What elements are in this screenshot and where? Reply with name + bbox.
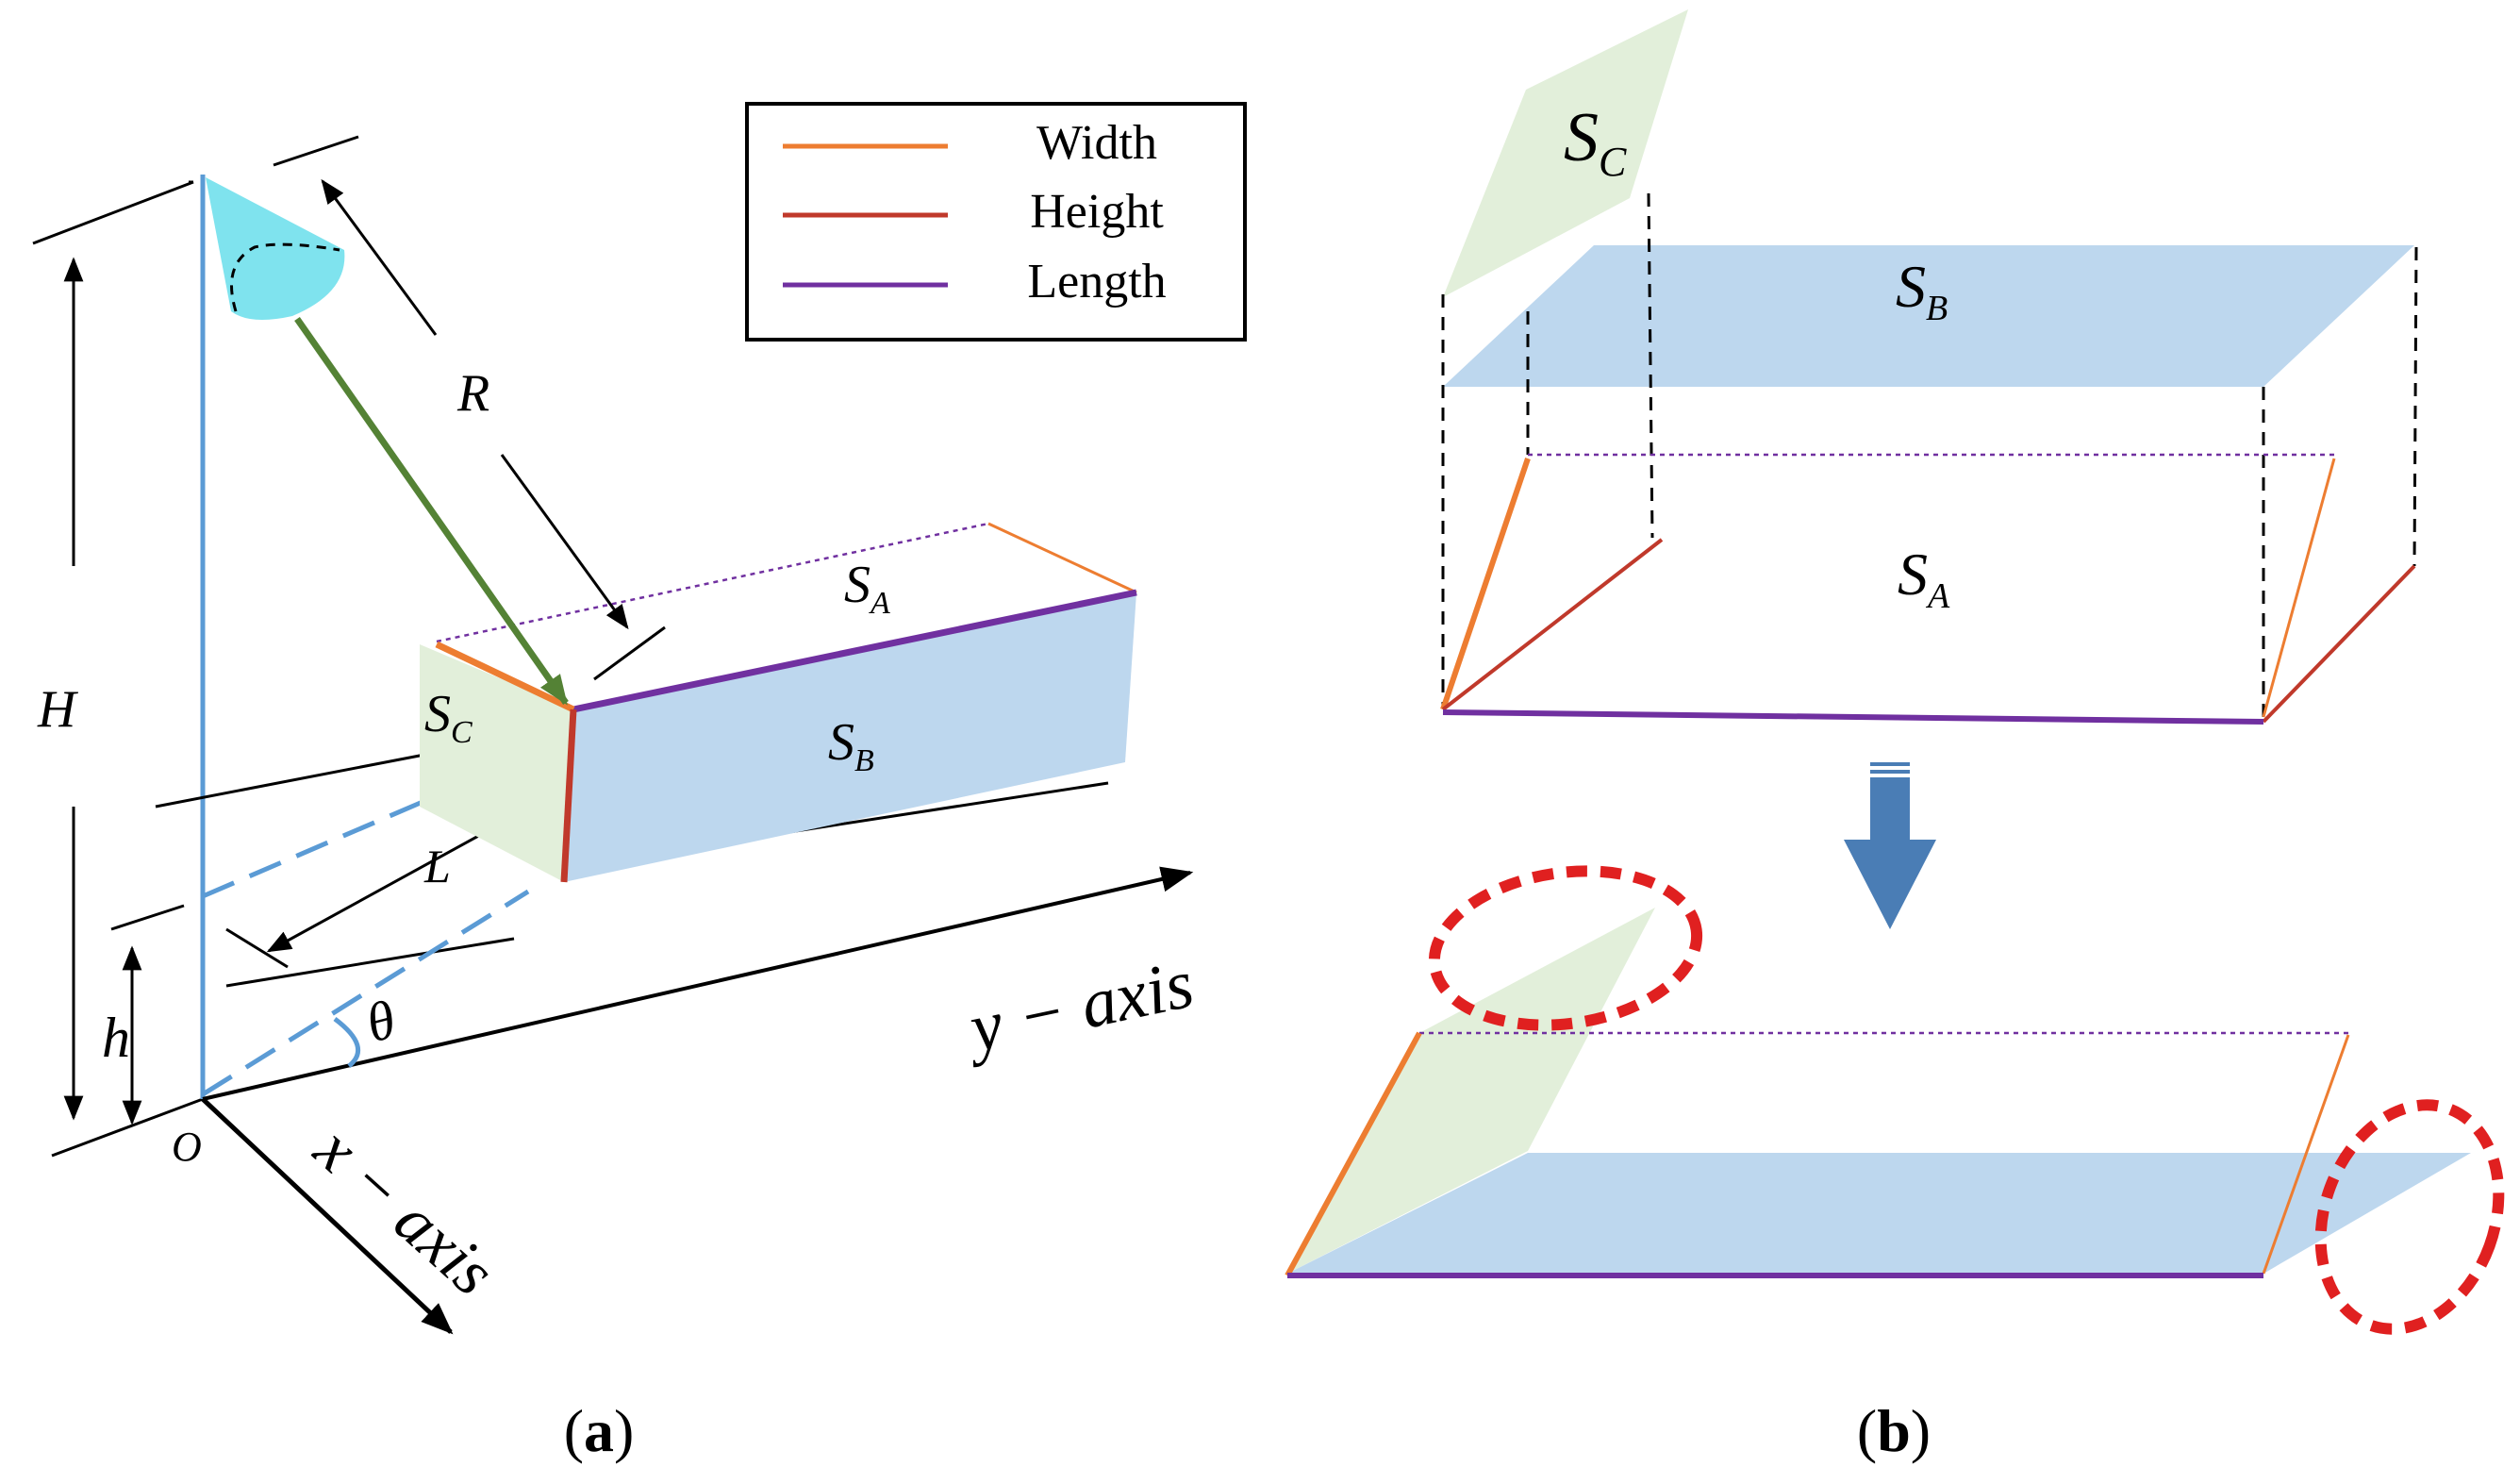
h-top-tick	[32, 180, 194, 245]
legend-label-length: Length	[1027, 255, 1166, 308]
SA-front-length	[1442, 709, 2264, 725]
proj-dash-5	[2412, 246, 2418, 567]
sensor-cone-icon	[206, 177, 345, 320]
legend-label-width: Width	[1036, 116, 1157, 170]
x-axis	[201, 1097, 454, 1335]
R-dimension-upper	[321, 178, 438, 336]
rail-front	[225, 937, 515, 988]
plane-SB	[1443, 245, 2414, 387]
SC-label: SC	[424, 685, 472, 750]
SA-right-width	[2262, 458, 2336, 718]
rail-back	[155, 753, 425, 809]
theta-arc	[333, 1017, 360, 1068]
SA-label: SA	[844, 556, 890, 621]
plane-SC	[1443, 9, 1688, 297]
sensing-ray	[294, 316, 569, 706]
L-tick-front	[225, 927, 289, 969]
origin-baseline	[51, 1097, 204, 1158]
r-top-tick	[273, 135, 359, 167]
face-SB	[564, 592, 1136, 882]
top-right-width	[987, 522, 1137, 594]
top-front-length	[572, 589, 1137, 713]
proj-dash-3	[1647, 192, 1654, 539]
R-bottom-tick	[593, 625, 666, 681]
SC-label-b: SC	[1564, 99, 1627, 185]
projection-dashed-upper	[202, 799, 423, 899]
legend-box	[745, 102, 1247, 342]
legend-label-height: Height	[1030, 185, 1164, 239]
face-SC	[420, 644, 573, 882]
flat-SC-plane	[1287, 908, 1655, 1274]
R-dimension-lower	[500, 454, 629, 630]
highlight-ellipse-left	[1428, 865, 1703, 1031]
panel-b: SC SB SA	[1285, 9, 2505, 1464]
legend: Width Height Length	[745, 102, 1247, 342]
origin-label: O	[172, 1124, 202, 1170]
H-label: H	[37, 680, 78, 739]
R-label: R	[456, 364, 489, 423]
flat-right-width	[2262, 1034, 2350, 1275]
SB-label-b: SB	[1896, 253, 1948, 328]
SA-right-height	[2262, 564, 2416, 724]
x-axis-label: x − axis	[301, 1112, 508, 1309]
SB-label: SB	[828, 713, 874, 778]
highlight-ellipse-right	[2314, 1099, 2505, 1335]
y-axis	[202, 866, 1194, 1101]
theta-label: θ	[360, 988, 402, 1054]
panel-b-caption: (b)	[1857, 1397, 1931, 1464]
SA-label-b: SA	[1898, 541, 1950, 616]
flat-SB-plane	[1287, 1153, 2471, 1274]
flat-left-width	[1285, 1031, 1422, 1277]
top-back-length	[436, 522, 989, 643]
SA-left-height	[1441, 538, 1664, 711]
SA-left-width	[1440, 458, 1531, 710]
front-height	[560, 708, 577, 883]
h-top-tick	[110, 904, 185, 931]
panel-a-caption: (a)	[564, 1397, 635, 1464]
y-axis-label: y − axis	[957, 945, 1201, 1069]
h-label: h	[102, 1007, 130, 1069]
L-label: L	[423, 840, 451, 892]
down-arrow-icon	[1844, 762, 1936, 929]
cone-dashed-edge	[230, 242, 340, 312]
